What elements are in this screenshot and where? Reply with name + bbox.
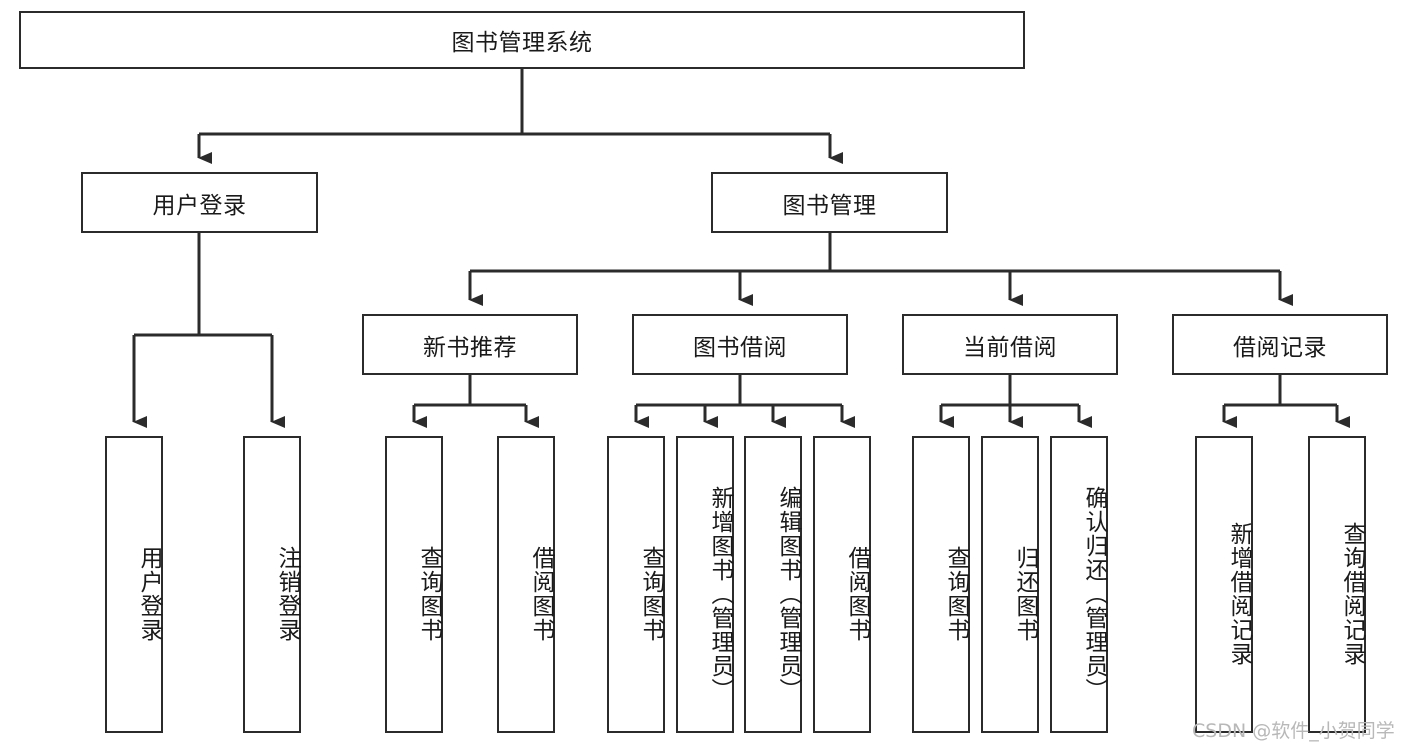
watermark: CSDN @软件_小贺同学 xyxy=(1192,720,1395,742)
leaf-query-record[interactable]: 查询借阅记录 xyxy=(1308,436,1366,733)
leaf-borrow-book-2[interactable]: 借阅图书 xyxy=(813,436,871,733)
leaf-query-book-2[interactable]: 查询图书 xyxy=(607,436,665,733)
leaf-edit-book[interactable]: 编辑图书（管理员） xyxy=(744,436,802,733)
leaf-confirm-return[interactable]: 确认归还（管理员） xyxy=(1050,436,1108,733)
node-new-book-recommend[interactable]: 新书推荐 xyxy=(362,314,578,375)
leaf-user-login[interactable]: 用户登录 xyxy=(105,436,163,733)
node-book-borrow[interactable]: 图书借阅 xyxy=(632,314,848,375)
leaf-add-book[interactable]: 新增图书（管理员） xyxy=(676,436,734,733)
node-user-login[interactable]: 用户登录 xyxy=(81,172,318,233)
node-current-borrow[interactable]: 当前借阅 xyxy=(902,314,1118,375)
leaf-logout[interactable]: 注销登录 xyxy=(243,436,301,733)
node-book-manage[interactable]: 图书管理 xyxy=(711,172,948,233)
leaf-add-record[interactable]: 新增借阅记录 xyxy=(1195,436,1253,733)
leaf-borrow-book-1[interactable]: 借阅图书 xyxy=(497,436,555,733)
leaf-query-book-1[interactable]: 查询图书 xyxy=(385,436,443,733)
leaf-query-book-3[interactable]: 查询图书 xyxy=(912,436,970,733)
leaf-return-book[interactable]: 归还图书 xyxy=(981,436,1039,733)
node-root[interactable]: 图书管理系统 xyxy=(19,11,1025,69)
node-borrow-record[interactable]: 借阅记录 xyxy=(1172,314,1388,375)
